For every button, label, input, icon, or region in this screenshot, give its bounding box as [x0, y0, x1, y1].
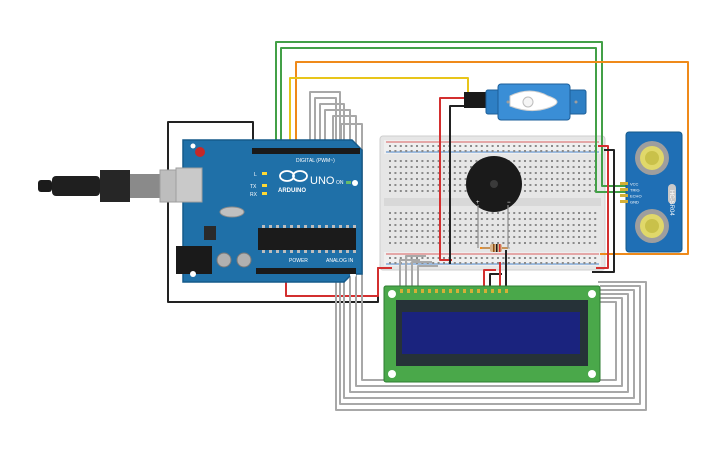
- digital-header: [252, 148, 360, 154]
- buzzer-minus: −: [507, 200, 511, 206]
- power-label: POWER: [289, 258, 308, 264]
- wire-orange: [295, 61, 689, 255]
- sensor-pin-label: TRIG: [630, 188, 640, 193]
- resistor-icon[interactable]: [482, 244, 510, 252]
- sensor-model: HC-SR04: [668, 190, 674, 216]
- usb-jack: [175, 167, 203, 203]
- rx-label: RX: [250, 192, 258, 198]
- wire-red-5v: [285, 267, 392, 297]
- tx-label: TX: [250, 184, 257, 190]
- breadboard-holes: [389, 145, 597, 264]
- wire-yellow: [289, 77, 469, 146]
- wire-red-servo: [439, 97, 472, 261]
- wires: [167, 41, 689, 411]
- servo-motor-icon[interactable]: [464, 83, 587, 121]
- lcd-screen: [402, 312, 580, 354]
- arduino-model: UNO: [310, 175, 335, 187]
- analog-label: ANALOG IN: [326, 258, 354, 264]
- atmega-chip: [258, 228, 356, 250]
- wire-black-rail: [592, 149, 615, 273]
- digital-label: DIGITAL (PWM~): [296, 158, 335, 164]
- on-led-label: ON: [336, 180, 344, 186]
- reset-button[interactable]: [195, 147, 205, 157]
- arduino-uno-board[interactable]: L TX RX ON ARDUINO UNO DIGITAL (PWM~) PO…: [175, 139, 363, 283]
- sensor-pin-label: ECHO: [630, 194, 642, 199]
- buzzer-plus: +: [476, 200, 480, 206]
- wire-green-echo: [280, 47, 626, 193]
- arduino-brand: ARDUINO: [278, 188, 306, 194]
- power-analog-header: [256, 268, 356, 274]
- sensor-pin-label: VCC: [630, 182, 639, 187]
- usb-cable-icon: [38, 169, 199, 203]
- arduino-logo-icon: [279, 170, 308, 182]
- lcd-display-icon[interactable]: [383, 285, 601, 383]
- l-led-label: L: [254, 172, 257, 178]
- piezo-buzzer-icon[interactable]: + −: [466, 156, 522, 248]
- sensor-pin-label: GND: [630, 200, 639, 205]
- wire-red-rail: [596, 145, 609, 269]
- power-jack: [176, 246, 212, 274]
- wire-green-trig: [275, 41, 626, 187]
